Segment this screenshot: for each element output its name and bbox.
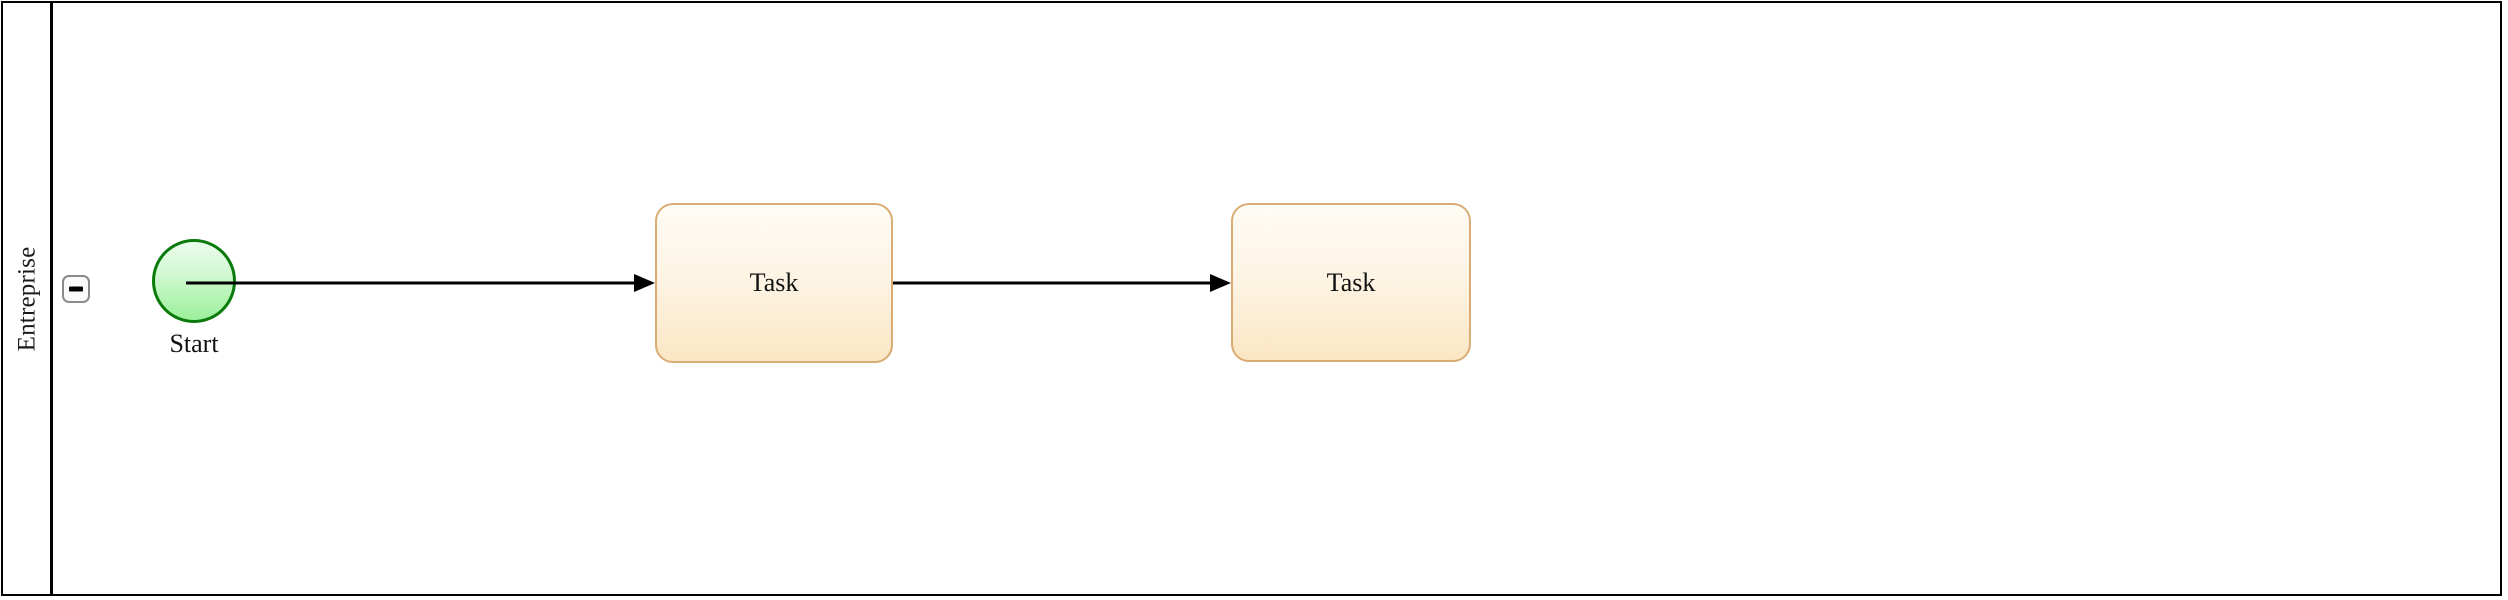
arrowhead-icon: [1210, 274, 1231, 292]
task-label: Task: [749, 268, 799, 298]
lane-header[interactable]: Entreprise: [3, 3, 53, 594]
task-node-1[interactable]: Task: [655, 203, 893, 363]
flow-line: [893, 281, 1210, 285]
lane-title-label: Entreprise: [13, 246, 40, 351]
collapse-lane-button[interactable]: [62, 275, 90, 303]
sequence-flow-start-to-task1[interactable]: [186, 272, 655, 294]
sequence-flow-task1-to-task2[interactable]: [893, 272, 1231, 294]
task-label: Task: [1326, 267, 1376, 297]
flow-line: [186, 281, 634, 285]
start-event-node[interactable]: [152, 239, 236, 323]
task-node-2[interactable]: Task: [1231, 203, 1471, 362]
lane-body: Start Task Task: [53, 3, 2500, 594]
minus-icon: [69, 286, 83, 292]
start-event-label: Start: [169, 329, 219, 358]
arrowhead-icon: [634, 274, 655, 292]
